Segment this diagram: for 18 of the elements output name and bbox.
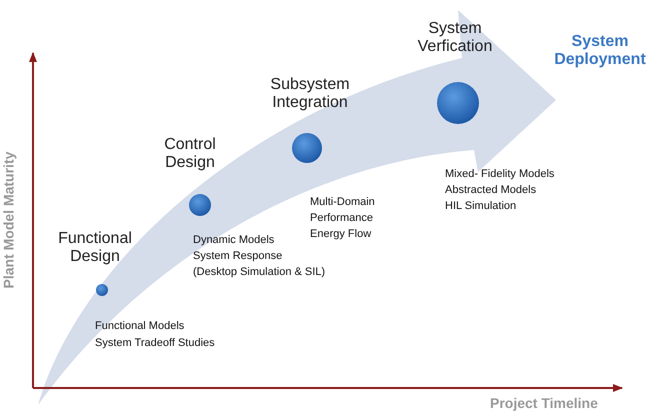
axis-title: Plant Model Maturity xyxy=(0,152,16,288)
axis-title: Project Timeline xyxy=(490,395,598,412)
stage-title: System Deployment xyxy=(553,33,647,70)
stage-title: System Verfication xyxy=(416,20,494,57)
note-text: Functional Models xyxy=(95,320,184,333)
note-text: (Desktop Simulation & SIL) xyxy=(193,266,326,279)
note-text: Performance xyxy=(310,212,373,225)
stage-title: Control Design xyxy=(163,136,217,173)
note-text: System Response xyxy=(193,250,282,263)
note-text: Multi-Domain xyxy=(310,196,375,209)
note-text: Energy Flow xyxy=(310,228,372,241)
note-text: Dynamic Models xyxy=(193,234,274,247)
note-text: HIL Simulation xyxy=(445,200,516,213)
note-text: System Tradeoff Studies xyxy=(95,337,215,350)
stage-title: Functional Design xyxy=(57,230,133,267)
note-text: Mixed- Fidelity Models xyxy=(445,168,554,181)
stage-title: Subsystem Integration xyxy=(269,76,351,113)
note-text: Abstracted Models xyxy=(445,184,536,197)
